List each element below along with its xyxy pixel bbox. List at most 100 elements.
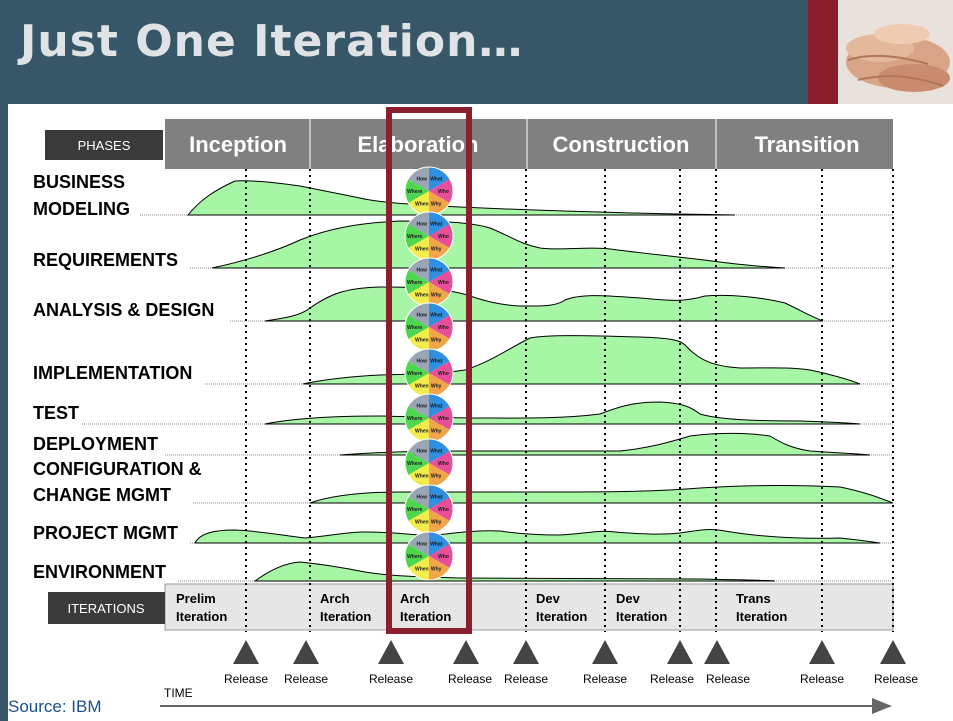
hump-requirements xyxy=(211,220,786,269)
hump-test xyxy=(264,401,861,425)
svg-text:How: How xyxy=(417,495,428,501)
svg-text:When: When xyxy=(415,247,429,253)
svg-text:Who: Who xyxy=(438,280,449,286)
svg-text:What: What xyxy=(430,404,443,410)
svg-text:Who: Who xyxy=(438,507,449,513)
svg-text:Why: Why xyxy=(431,247,442,253)
sidebar-accent xyxy=(0,104,8,721)
discipline-label-business-1: BUSINESS xyxy=(33,172,125,192)
iterations-tag-label: ITERATIONS xyxy=(67,601,144,616)
hump-deployment xyxy=(339,432,871,456)
release-marker-2 xyxy=(293,640,319,664)
svg-text:How: How xyxy=(417,268,428,274)
iteration-prelim-2: Iteration xyxy=(176,609,227,624)
discipline-label-project: PROJECT MGMT xyxy=(33,523,178,543)
discipline-label-requirements: REQUIREMENTS xyxy=(33,250,178,270)
svg-text:What: What xyxy=(430,359,443,365)
svg-text:When: When xyxy=(415,567,429,573)
iteration-band xyxy=(164,583,894,631)
svg-text:When: When xyxy=(415,429,429,435)
discipline-label-config-1: CONFIGURATION & xyxy=(33,459,202,479)
phase-label-transition: Transition xyxy=(754,132,859,157)
phase-label-construction: Construction xyxy=(553,132,690,157)
hump-project-mgmt xyxy=(194,529,881,544)
hump-configuration xyxy=(309,485,894,504)
svg-text:Where: Where xyxy=(407,234,423,240)
release-label-5: Release xyxy=(504,672,548,686)
phase-label-inception: Inception xyxy=(189,132,287,157)
svg-text:What: What xyxy=(430,222,443,228)
release-label-10: Release xyxy=(874,672,918,686)
iteration-dev2-1: Dev xyxy=(616,591,641,606)
hump-environment xyxy=(253,561,776,582)
svg-text:Where: Where xyxy=(407,371,423,377)
svg-text:Where: Where xyxy=(407,507,423,513)
svg-text:Why: Why xyxy=(431,520,442,526)
release-marker-3 xyxy=(378,640,404,664)
svg-text:When: When xyxy=(415,202,429,208)
svg-text:What: What xyxy=(430,449,443,455)
iteration-trans-1: Trans xyxy=(736,591,771,606)
svg-text:Who: Who xyxy=(438,461,449,467)
svg-text:What: What xyxy=(430,177,443,183)
svg-text:What: What xyxy=(430,542,443,548)
svg-text:When: When xyxy=(415,520,429,526)
release-label-7: Release xyxy=(650,672,694,686)
svg-text:Who: Who xyxy=(438,234,449,240)
svg-text:Why: Why xyxy=(431,567,442,573)
svg-text:Who: Who xyxy=(438,371,449,377)
svg-text:How: How xyxy=(417,222,428,228)
release-marker-10 xyxy=(880,640,906,664)
svg-text:When: When xyxy=(415,474,429,480)
svg-text:When: When xyxy=(415,293,429,299)
svg-text:What: What xyxy=(430,268,443,274)
svg-text:Where: Where xyxy=(407,280,423,286)
iterations-tag xyxy=(48,592,165,624)
svg-text:Why: Why xyxy=(431,384,442,390)
svg-text:When: When xyxy=(415,338,429,344)
header-accent-bar xyxy=(808,0,838,104)
svg-text:Where: Where xyxy=(407,461,423,467)
svg-text:Who: Who xyxy=(438,325,449,331)
release-label-9: Release xyxy=(800,672,844,686)
discipline-label-test: TEST xyxy=(33,403,79,423)
svg-text:How: How xyxy=(417,177,428,183)
release-label-6: Release xyxy=(583,672,627,686)
svg-text:How: How xyxy=(417,542,428,548)
svg-text:How: How xyxy=(417,404,428,410)
discipline-label-environment: ENVIRONMENT xyxy=(33,562,166,582)
discipline-label-deployment: DEPLOYMENT xyxy=(33,434,158,454)
release-marker-7 xyxy=(667,640,693,664)
discipline-label-analysis: ANALYSIS & DESIGN xyxy=(33,300,214,320)
phases-tag-label: PHASES xyxy=(78,138,131,153)
svg-text:Why: Why xyxy=(431,429,442,435)
iteration-trans-2: Iteration xyxy=(736,609,787,624)
release-marker-1 xyxy=(233,640,259,664)
svg-text:Where: Where xyxy=(407,189,423,195)
svg-text:How: How xyxy=(417,359,428,365)
discipline-label-implementation: IMPLEMENTATION xyxy=(33,363,192,383)
time-label: TIME xyxy=(164,686,193,700)
phases-tag xyxy=(45,130,163,160)
highlighted-iteration-box xyxy=(386,107,472,634)
slide-header: Just One Iteration… xyxy=(0,0,953,104)
svg-text:Who: Who xyxy=(438,189,449,195)
discipline-label-config-2: CHANGE MGMT xyxy=(33,485,171,505)
svg-text:What: What xyxy=(430,313,443,319)
discipline-label-business-2: MODELING xyxy=(33,199,130,219)
source-note: Source: IBM xyxy=(8,697,102,716)
hands-photo xyxy=(838,0,953,104)
svg-text:Why: Why xyxy=(431,474,442,480)
release-label-8: Release xyxy=(706,672,750,686)
release-label-2: Release xyxy=(284,672,328,686)
svg-text:Why: Why xyxy=(431,293,442,299)
release-label-1: Release xyxy=(224,672,268,686)
